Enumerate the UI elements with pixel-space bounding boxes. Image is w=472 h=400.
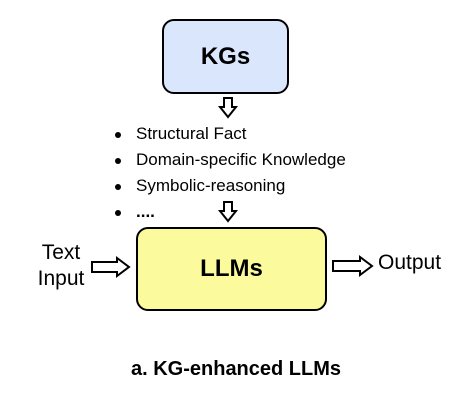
- kgs-label: KGs: [200, 42, 251, 70]
- output-label: Output: [378, 251, 442, 274]
- knowledge-list: Structural Fact Domain-specific Knowledg…: [115, 121, 346, 225]
- llms-label: LLMs: [200, 255, 263, 282]
- text-input-label-line2: Input: [37, 267, 85, 290]
- llms-box: LLMs: [136, 227, 327, 311]
- output-right-arrow: [332, 255, 374, 277]
- input-right-arrow: [91, 256, 131, 278]
- figure-caption: a. KG-enhanced LLMs: [130, 358, 342, 380]
- knowledge-item-structural-fact: Structural Fact: [115, 121, 346, 147]
- kgs-box: KGs: [162, 19, 289, 94]
- kgs-down-arrow: [217, 97, 239, 119]
- knowledge-item-symbolic-reasoning: Symbolic-reasoning: [115, 173, 346, 199]
- list-down-arrow: [217, 201, 239, 223]
- text-input-label-line1: Text: [41, 241, 81, 264]
- knowledge-item-ellipsis: ....: [115, 199, 346, 225]
- text-input-label: Text Input: [34, 240, 88, 292]
- knowledge-item-domain-specific: Domain-specific Knowledge: [115, 147, 346, 173]
